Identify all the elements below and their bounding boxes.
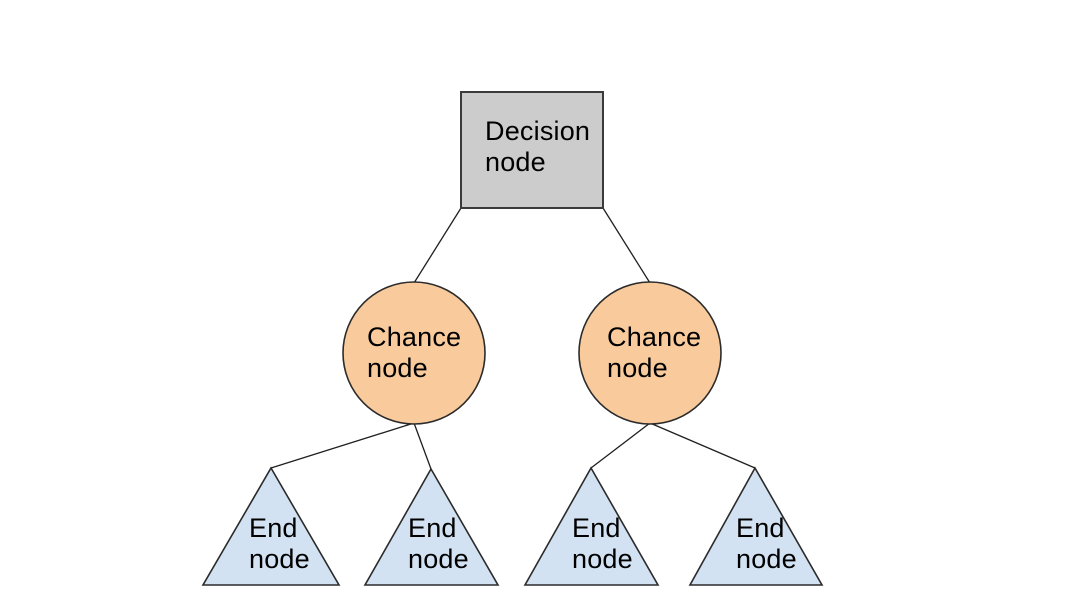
end-node-1-label: End node — [249, 513, 310, 574]
edge-chance-left-to-end-2 — [413, 422, 432, 470]
chance-node-left-shape — [342, 281, 486, 425]
end-node-4-label: End node — [736, 513, 797, 574]
decision-node-shape — [460, 91, 604, 209]
chance-node-right-label: Chance node — [607, 322, 702, 383]
end-node-2-label: End node — [408, 513, 469, 574]
end-node-1-shape — [201, 466, 341, 586]
diagram-edges — [270, 207, 756, 470]
end-node-2-shape — [363, 467, 500, 586]
chance-node-right-shape — [578, 281, 722, 425]
edge-chance-left-to-end-1 — [270, 422, 415, 469]
edge-chance-right-to-end-4 — [649, 422, 756, 469]
end-node-3-label: End node — [572, 513, 633, 574]
edge-chance-right-to-end-3 — [590, 422, 651, 469]
chance-node-left-label: Chance node — [367, 322, 462, 383]
decision-node-label: Decision node — [485, 116, 591, 177]
edge-decision-to-chance-right — [602, 207, 651, 284]
end-node-3-shape — [523, 466, 660, 586]
edge-decision-to-chance-left — [413, 207, 462, 284]
end-node-4-shape — [688, 466, 824, 586]
